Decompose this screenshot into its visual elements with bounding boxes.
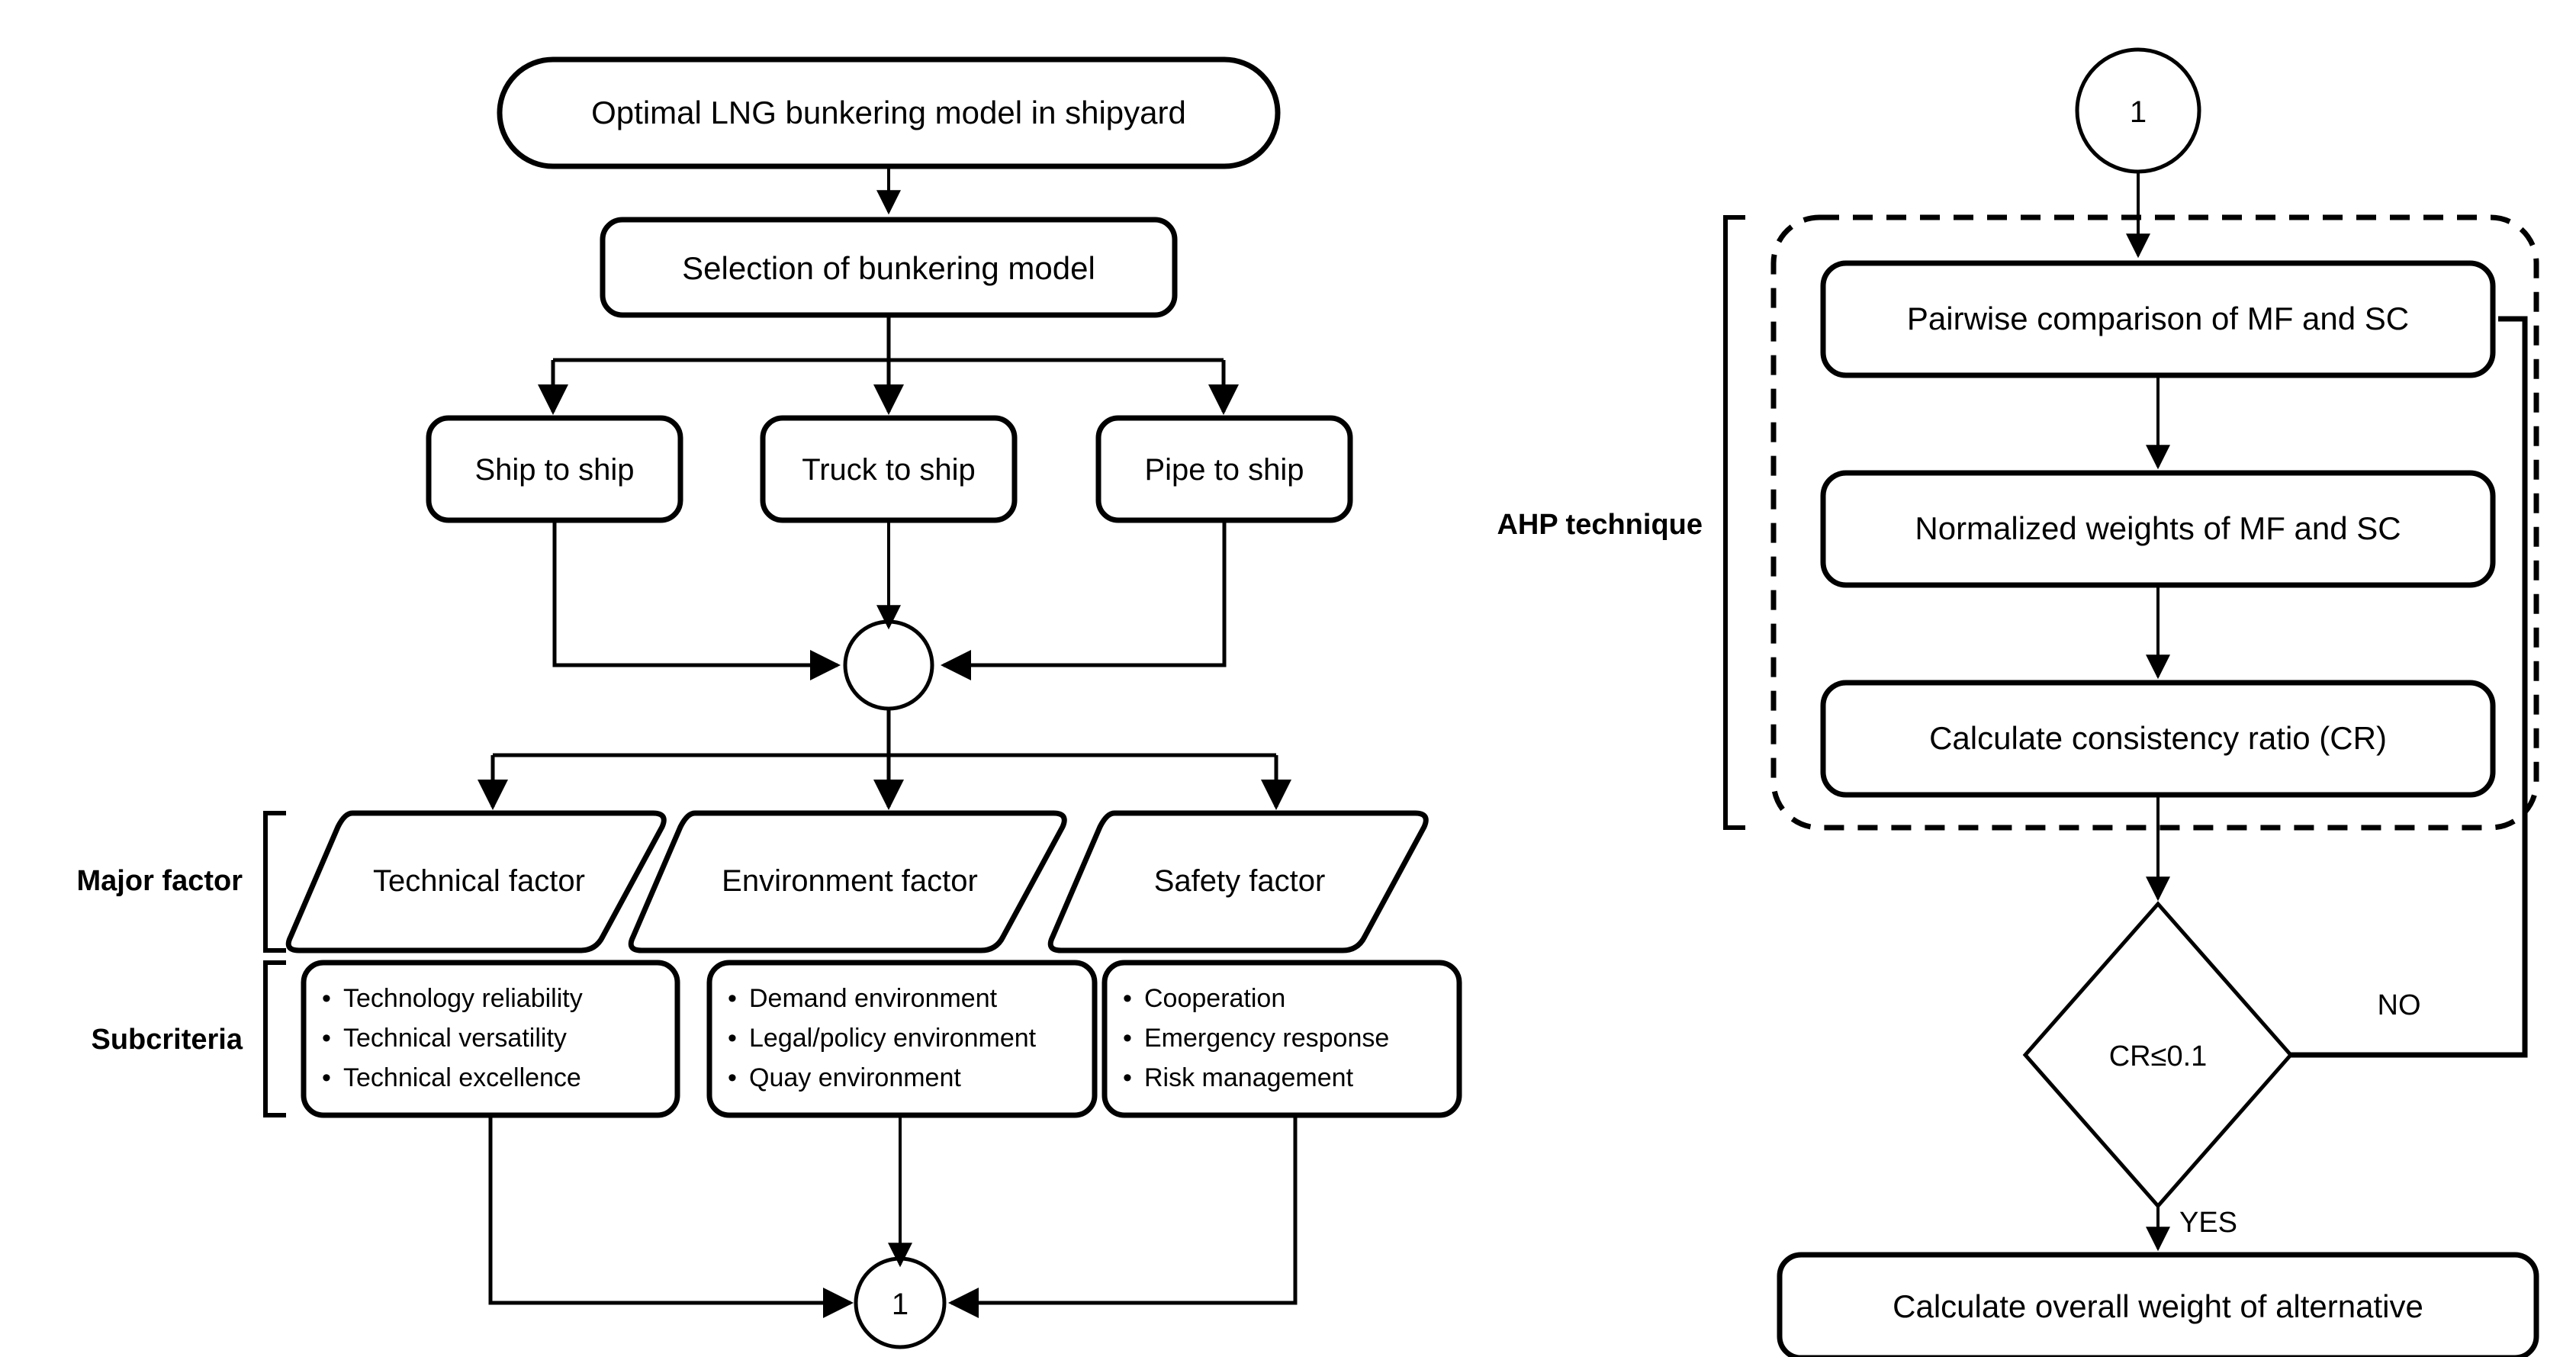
ahp-step-label-1: Normalized weights of MF and SC bbox=[1915, 510, 2401, 546]
edge-ship-to-merge bbox=[552, 520, 841, 680]
connector-top-right-label: 1 bbox=[2130, 95, 2147, 129]
edge-sub0-to-connector bbox=[488, 1115, 854, 1318]
subcriteria-bullet-0-2: • bbox=[322, 1063, 331, 1092]
major-factor-label-0: Technical factor bbox=[373, 864, 585, 898]
major-factor-label-1: Environment factor bbox=[722, 864, 978, 898]
subcriteria-item-0-0: Technology reliability bbox=[343, 984, 583, 1013]
subcriteria-item-1-1: Legal/policy environment bbox=[749, 1024, 1037, 1053]
major-factor-label-2: Safety factor bbox=[1154, 864, 1326, 898]
major-factor-shape-2 bbox=[1047, 810, 1429, 953]
decision-branch-yes-label: YES bbox=[2179, 1207, 2237, 1239]
ahp-step-label-0: Pairwise comparison of MF and SC bbox=[1907, 301, 2409, 336]
subcriteria-item-1-2: Quay environment bbox=[749, 1063, 961, 1092]
decision-condition-label: CR≤0.1 bbox=[2109, 1040, 2208, 1072]
subcriteria-bullet-1-1: • bbox=[728, 1024, 737, 1053]
subcriteria-item-2-2: Risk management bbox=[1144, 1063, 1354, 1092]
major-factor-shape-0 bbox=[285, 810, 667, 953]
connector-bottom-left-label: 1 bbox=[892, 1288, 909, 1321]
bunkering-option-label-2: Pipe to ship bbox=[1144, 453, 1304, 487]
subcriteria-item-0-2: Technical excellence bbox=[343, 1063, 581, 1092]
connector-bottom-left-circle bbox=[854, 1256, 947, 1349]
edge-decision-no-feedback bbox=[2291, 316, 2528, 1058]
major-factor-shape-1 bbox=[628, 810, 1067, 953]
edge-sub2-to-connector bbox=[947, 1115, 1298, 1318]
goal-node-label: Optimal LNG bunkering model in shipyard bbox=[591, 95, 1186, 130]
selection-node-label: Selection of bunkering model bbox=[682, 250, 1095, 286]
subcriteria-item-2-0: Cooperation bbox=[1144, 984, 1285, 1013]
subcriteria-item-2-1: Emergency response bbox=[1144, 1024, 1389, 1053]
final-node-label: Calculate overall weight of alternative bbox=[1893, 1288, 2423, 1324]
subcriteria-item-1-0: Demand environment bbox=[749, 984, 998, 1013]
subcriteria-item-0-1: Technical versatility bbox=[343, 1024, 567, 1053]
ahp-technique-dashed-container bbox=[1770, 214, 2539, 831]
ahp-technique-label: AHP technique bbox=[1497, 509, 1703, 541]
ahp-step-label-2: Calculate consistency ratio (CR) bbox=[1929, 720, 2387, 756]
decision-branch-no-label: NO bbox=[2378, 989, 2421, 1021]
subcriteria-bullet-2-1: • bbox=[1123, 1024, 1132, 1053]
subcriteria-box-1 bbox=[706, 960, 1098, 1118]
final-node-shape bbox=[1777, 1252, 2539, 1357]
bracket-major-factor bbox=[263, 811, 286, 953]
subcriteria-bullet-0-0: • bbox=[322, 984, 331, 1013]
edge-pipe-to-merge bbox=[940, 520, 1227, 680]
subcriteria-bullet-0-1: • bbox=[322, 1024, 331, 1053]
bunkering-option-label-1: Truck to ship bbox=[802, 453, 975, 487]
bracket-ahp-technique bbox=[1723, 215, 1745, 830]
merge-junction-circle bbox=[843, 619, 934, 711]
bracket-subcriteria bbox=[263, 960, 286, 1117]
subcriteria-box-2 bbox=[1101, 960, 1462, 1118]
subcriteria-bullet-2-0: • bbox=[1123, 984, 1132, 1013]
subcriteria-bullet-1-2: • bbox=[728, 1063, 737, 1092]
bunkering-option-label-0: Ship to ship bbox=[474, 453, 634, 487]
subcriteria-bullet-2-2: • bbox=[1123, 1063, 1132, 1092]
subcriteria-bullet-1-0: • bbox=[728, 984, 737, 1013]
row-label-major-factor: Major factor bbox=[77, 865, 243, 897]
row-label-subcriteria: Subcriteria bbox=[91, 1024, 243, 1056]
